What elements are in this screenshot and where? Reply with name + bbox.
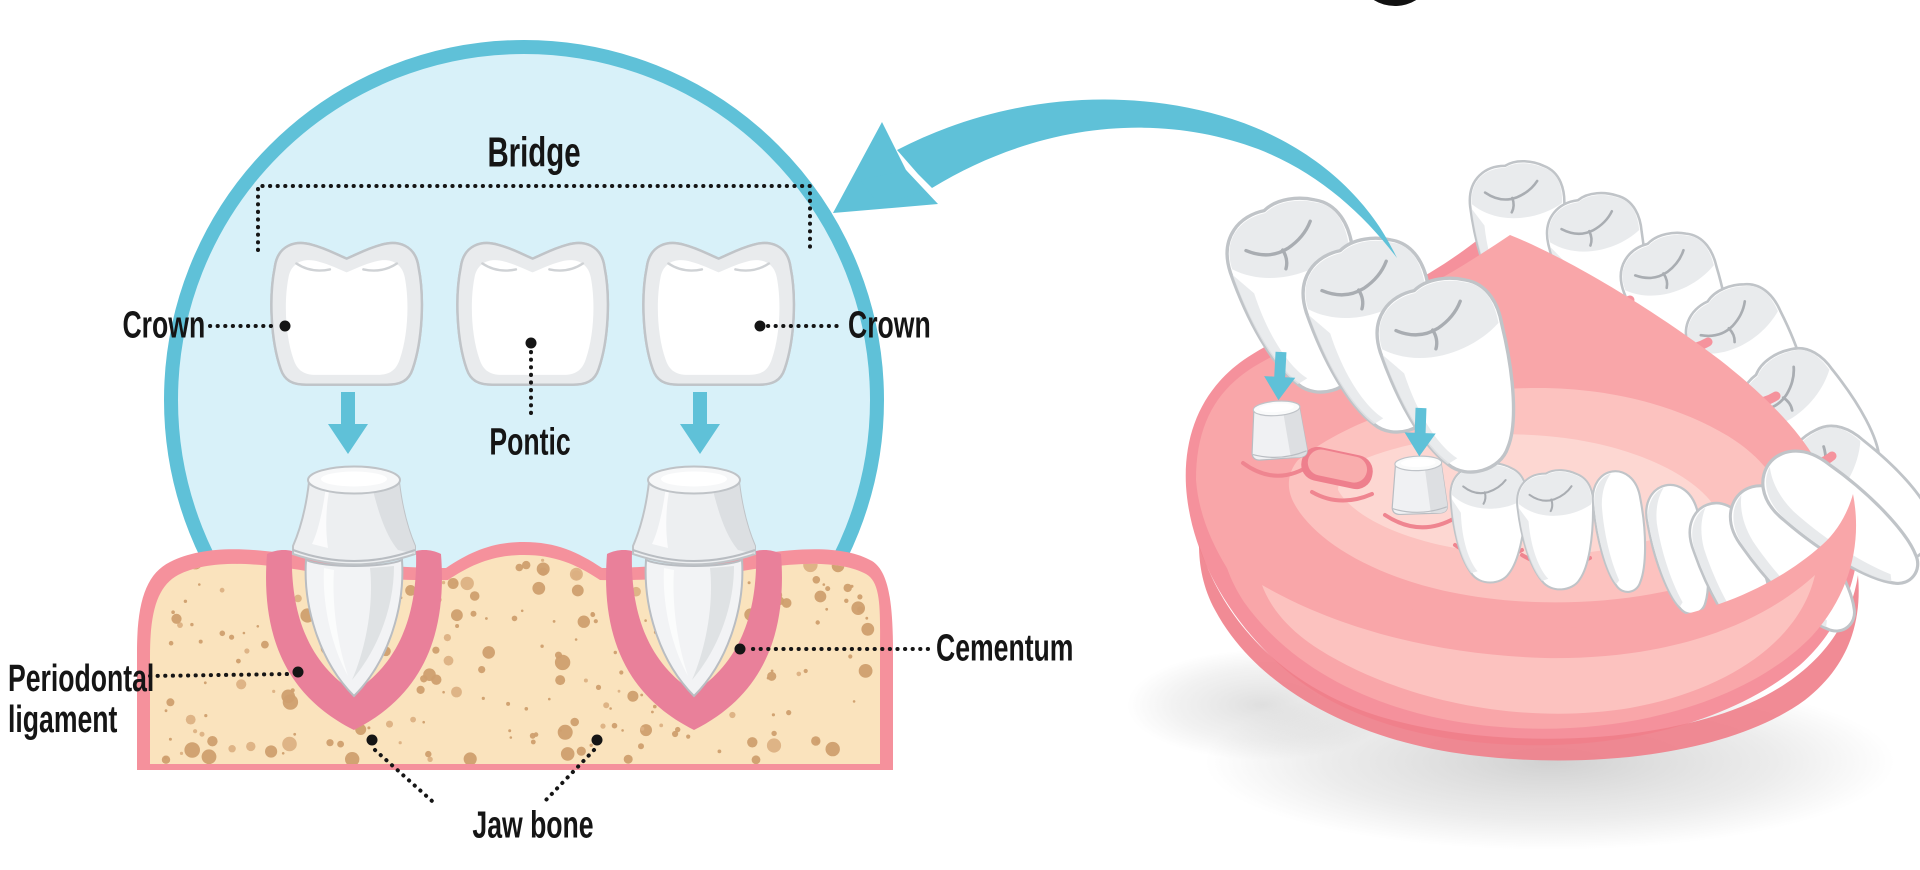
periodontal-ligament-label: Periodontal ligament: [8, 657, 155, 741]
crown-right-label: Crown: [848, 304, 931, 347]
abutment-post-right: [1389, 454, 1449, 516]
leader-lines: [148, 320, 930, 803]
crown-left-label: Crown: [122, 304, 205, 347]
edentulous-gap: [1301, 446, 1373, 490]
bridge-label: Bridge: [487, 128, 581, 176]
cementum-label: Cementum: [936, 627, 1074, 670]
jaw-bone-block: [137, 465, 893, 770]
crown-right-tooth: [642, 241, 796, 386]
gum-front-terrace: [1262, 575, 1815, 714]
pontic-tooth: [456, 241, 610, 386]
cropped-circle-graphic: [1373, 0, 1417, 6]
lower-jaw-illustration: [1127, 155, 1920, 850]
pontic-label: Pontic: [489, 421, 571, 464]
curved-arrow-icon: [833, 99, 1397, 258]
jaw-bone-label: Jaw bone: [472, 804, 594, 847]
bridge-bracket: [256, 184, 812, 252]
crown-left-tooth: [270, 241, 424, 386]
abutment-post-left: [1247, 398, 1309, 462]
